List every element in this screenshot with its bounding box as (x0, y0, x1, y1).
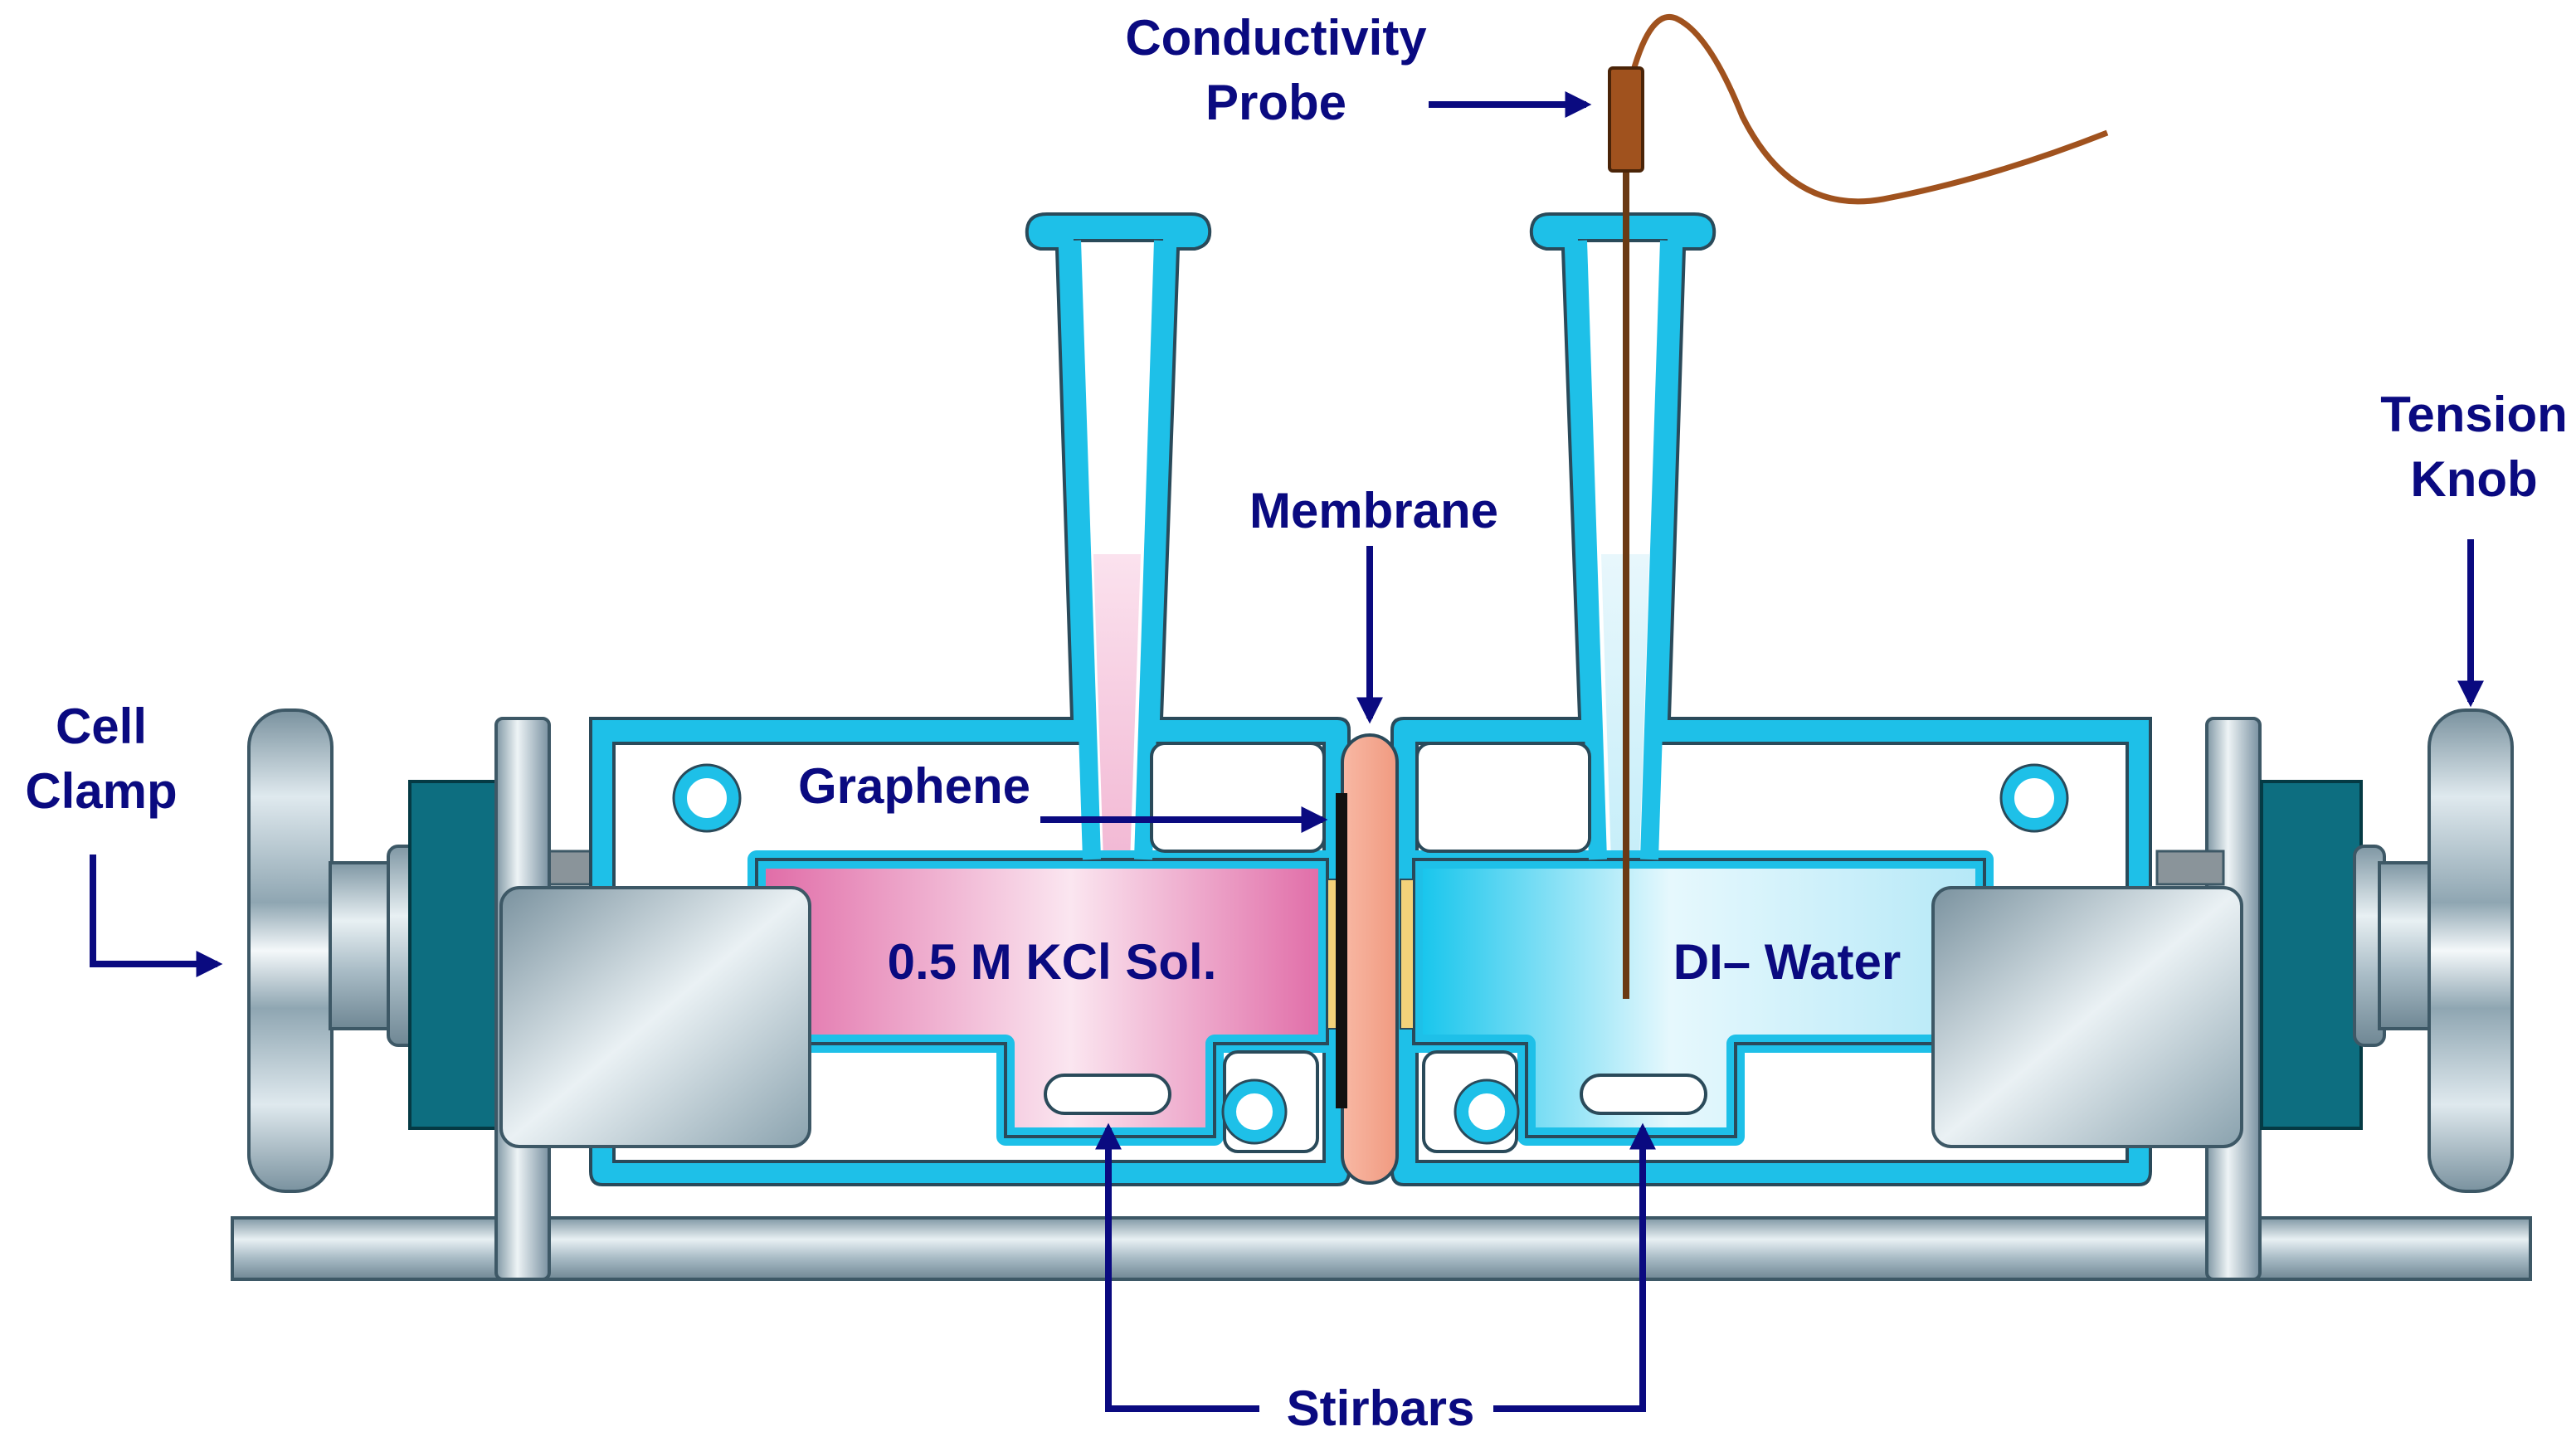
right-clamp-block (2155, 780, 2363, 1130)
base-rail (231, 1216, 2532, 1281)
graphene-layer (1336, 793, 1347, 1108)
conductivity-probe-label-line2: Probe (1205, 75, 1346, 130)
stirbars-label: Stirbars (1287, 1380, 1475, 1436)
tension-knob (2353, 708, 2514, 1193)
cell-clamp-label-line2: Clamp (25, 763, 177, 819)
di-water-label: DI– Water (1673, 934, 1902, 990)
cell-clamp-arrow (90, 855, 223, 977)
labels: Conductivity Probe Membrane Graphene Cel… (25, 10, 2567, 1436)
left-stirbar-arrow (1095, 1122, 1259, 1412)
cell-clamp-label-line1: Cell (56, 699, 147, 754)
left-metal-block (499, 886, 811, 1148)
graphene-label: Graphene (798, 758, 1030, 814)
membrane-label: Membrane (1249, 483, 1498, 538)
arrows (90, 91, 2484, 1412)
membrane (1341, 733, 1399, 1185)
right-metal-block (1931, 886, 2243, 1148)
kcl-solution-label: 0.5 M KCl Sol. (888, 934, 1217, 990)
conductivity-probe-label-line1: Conductivity (1125, 10, 1427, 66)
right-stirbar-arrow (1493, 1122, 1656, 1412)
cell-clamp-knob (247, 708, 420, 1193)
tension-knob-label-line2: Knob (2410, 451, 2537, 507)
conductivity-probe (1608, 14, 2109, 999)
tension-knob-label-line1: Tension (2380, 387, 2568, 442)
